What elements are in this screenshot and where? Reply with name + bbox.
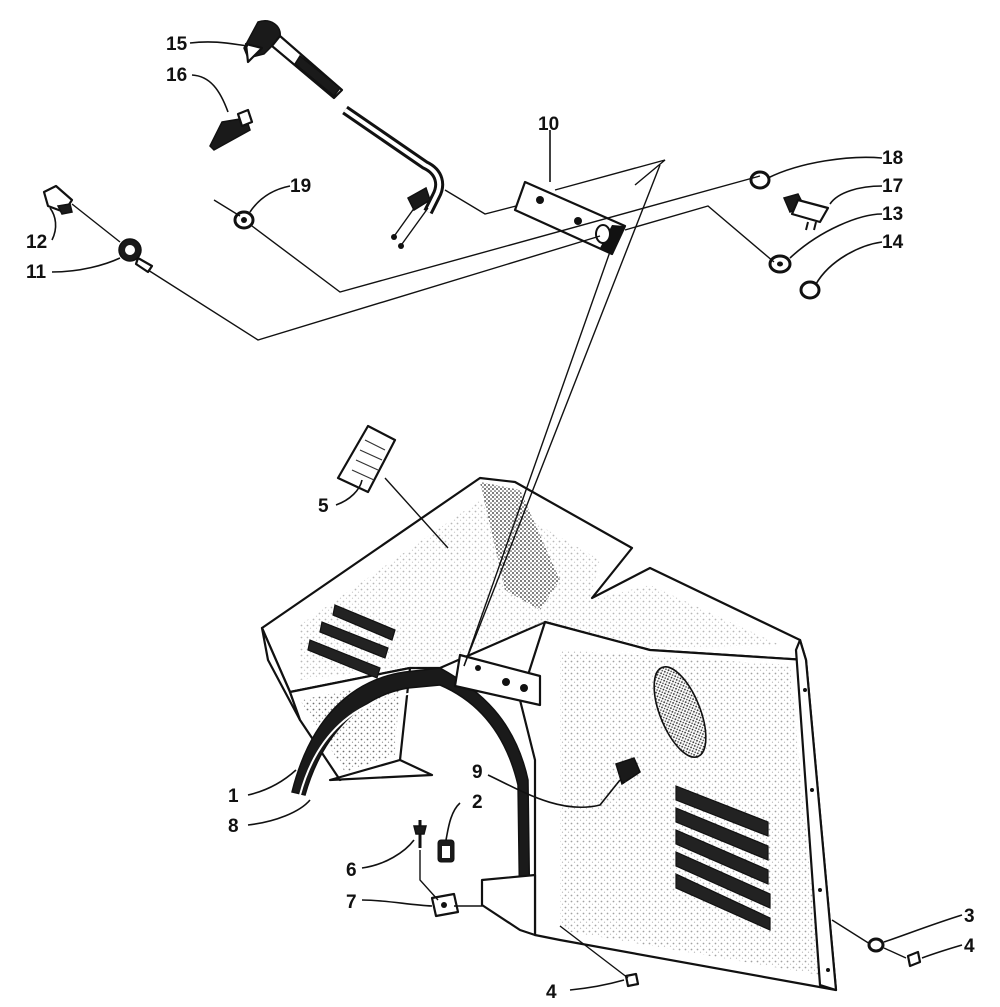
callout-14: 14: [882, 232, 904, 253]
callout-3: 3: [964, 906, 975, 927]
bracket-part-7: [430, 892, 460, 918]
callout-6: 6: [346, 860, 357, 881]
instrument-plate-part-10: [513, 180, 627, 256]
lever-part-16: [209, 108, 254, 151]
clip-part-2: [437, 839, 455, 863]
washer-part-3: [867, 937, 885, 953]
callout-10: 10: [538, 114, 559, 135]
washer-part-13: [768, 254, 792, 274]
callout-15: 15: [166, 34, 188, 55]
callout-8: 8: [228, 816, 239, 837]
callout-4-bottom: 4: [546, 982, 557, 1003]
callout-1: 1: [228, 786, 239, 807]
upper-vents: [307, 604, 396, 679]
console-panel: [260, 476, 838, 992]
throttle-lever-part-15: [243, 20, 344, 100]
screw-part-4-bottom: [624, 972, 640, 988]
grommet-part-19: [233, 210, 255, 230]
washer-part-18: [749, 170, 771, 190]
nut-part-14: [799, 280, 821, 300]
key-part-12: [42, 184, 74, 215]
callout-5: 5: [318, 496, 329, 517]
side-vents: [675, 785, 771, 931]
toggle-switch-part-17: [782, 193, 830, 231]
callout-7: 7: [346, 892, 357, 913]
callout-12: 12: [26, 232, 47, 253]
callout-9: 9: [472, 762, 483, 783]
callout-19: 19: [290, 176, 311, 197]
callout-13: 13: [882, 204, 903, 225]
callout-17: 17: [882, 176, 903, 197]
screw-part-6: [413, 820, 427, 848]
callout-leaders: [49, 41, 963, 991]
throttle-cable: [342, 105, 445, 249]
switch-part-11: [118, 238, 154, 274]
callout-labels: 15 16 10 18 17 13 14 19 12 11 5 1 8 9 2 …: [26, 34, 975, 1003]
callout-18: 18: [882, 148, 903, 169]
callout-16: 16: [166, 65, 187, 86]
decal-part-5: [336, 424, 397, 494]
screw-part-4-right: [906, 950, 922, 968]
callout-2: 2: [472, 792, 483, 813]
assembly-lines: [71, 159, 907, 979]
callout-4-right: 4: [964, 936, 975, 957]
callout-11: 11: [26, 262, 47, 283]
